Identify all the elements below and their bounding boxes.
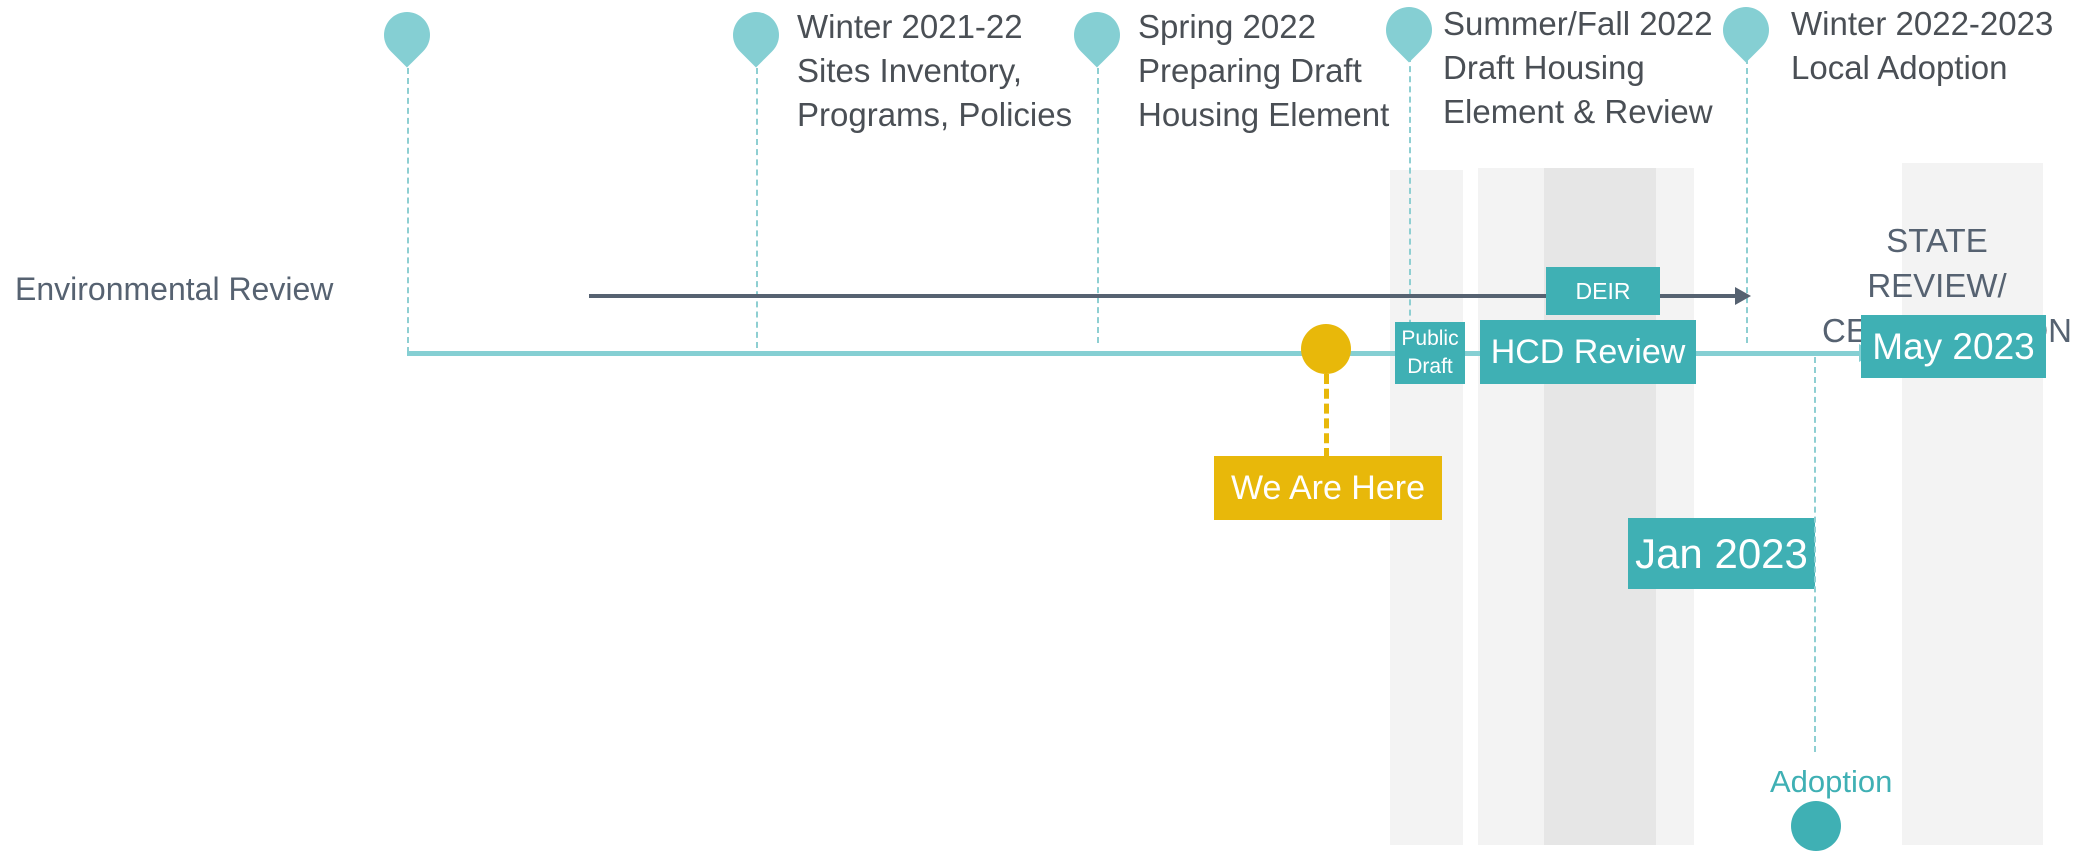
certification-band [1902,163,2043,845]
public-draft-box: Public Draft [1395,322,1465,384]
adoption-line [1814,357,1816,752]
milestone-text-1: Winter 2021-22 Sites Inventory, Programs… [797,8,1073,133]
adoption-label: Adoption [1770,764,1893,799]
milestone-pin-0 [374,2,440,68]
main-timeline-line [407,351,1862,356]
milestone-line-3 [1409,56,1411,346]
milestone-line-4 [1746,58,1748,343]
deir-box: DEIR [1546,267,1660,315]
hcd-review-box: HCD Review [1480,320,1696,384]
environmental-review-arrow-line [589,294,1737,298]
milestone-text-4: Winter 2022-2023 Local Adoption [1791,5,2054,86]
milestone-pin-2 [1064,2,1130,68]
milestone-line-1 [756,68,758,348]
environmental-review-label: Environmental Review [15,271,334,307]
milestone-line-0 [407,68,409,353]
environmental-review-arrowhead [1735,287,1751,305]
milestone-text-2: Spring 2022 Preparing Draft Housing Elem… [1138,8,1390,133]
we-are-here-dot [1301,324,1351,374]
milestone-pin-4 [1713,0,1779,63]
we-are-here-box: We Are Here [1214,456,1442,520]
adoption-dot [1791,801,1841,851]
milestone-text-3: Summer/Fall 2022 Draft Housing Element &… [1443,5,1713,130]
jan-2023-box: Jan 2023 [1628,518,1815,589]
may-2023-box: May 2023 [1861,315,2046,378]
we-are-here-connector [1324,374,1329,458]
milestone-pin-1 [723,2,789,68]
milestone-line-2 [1097,68,1099,343]
